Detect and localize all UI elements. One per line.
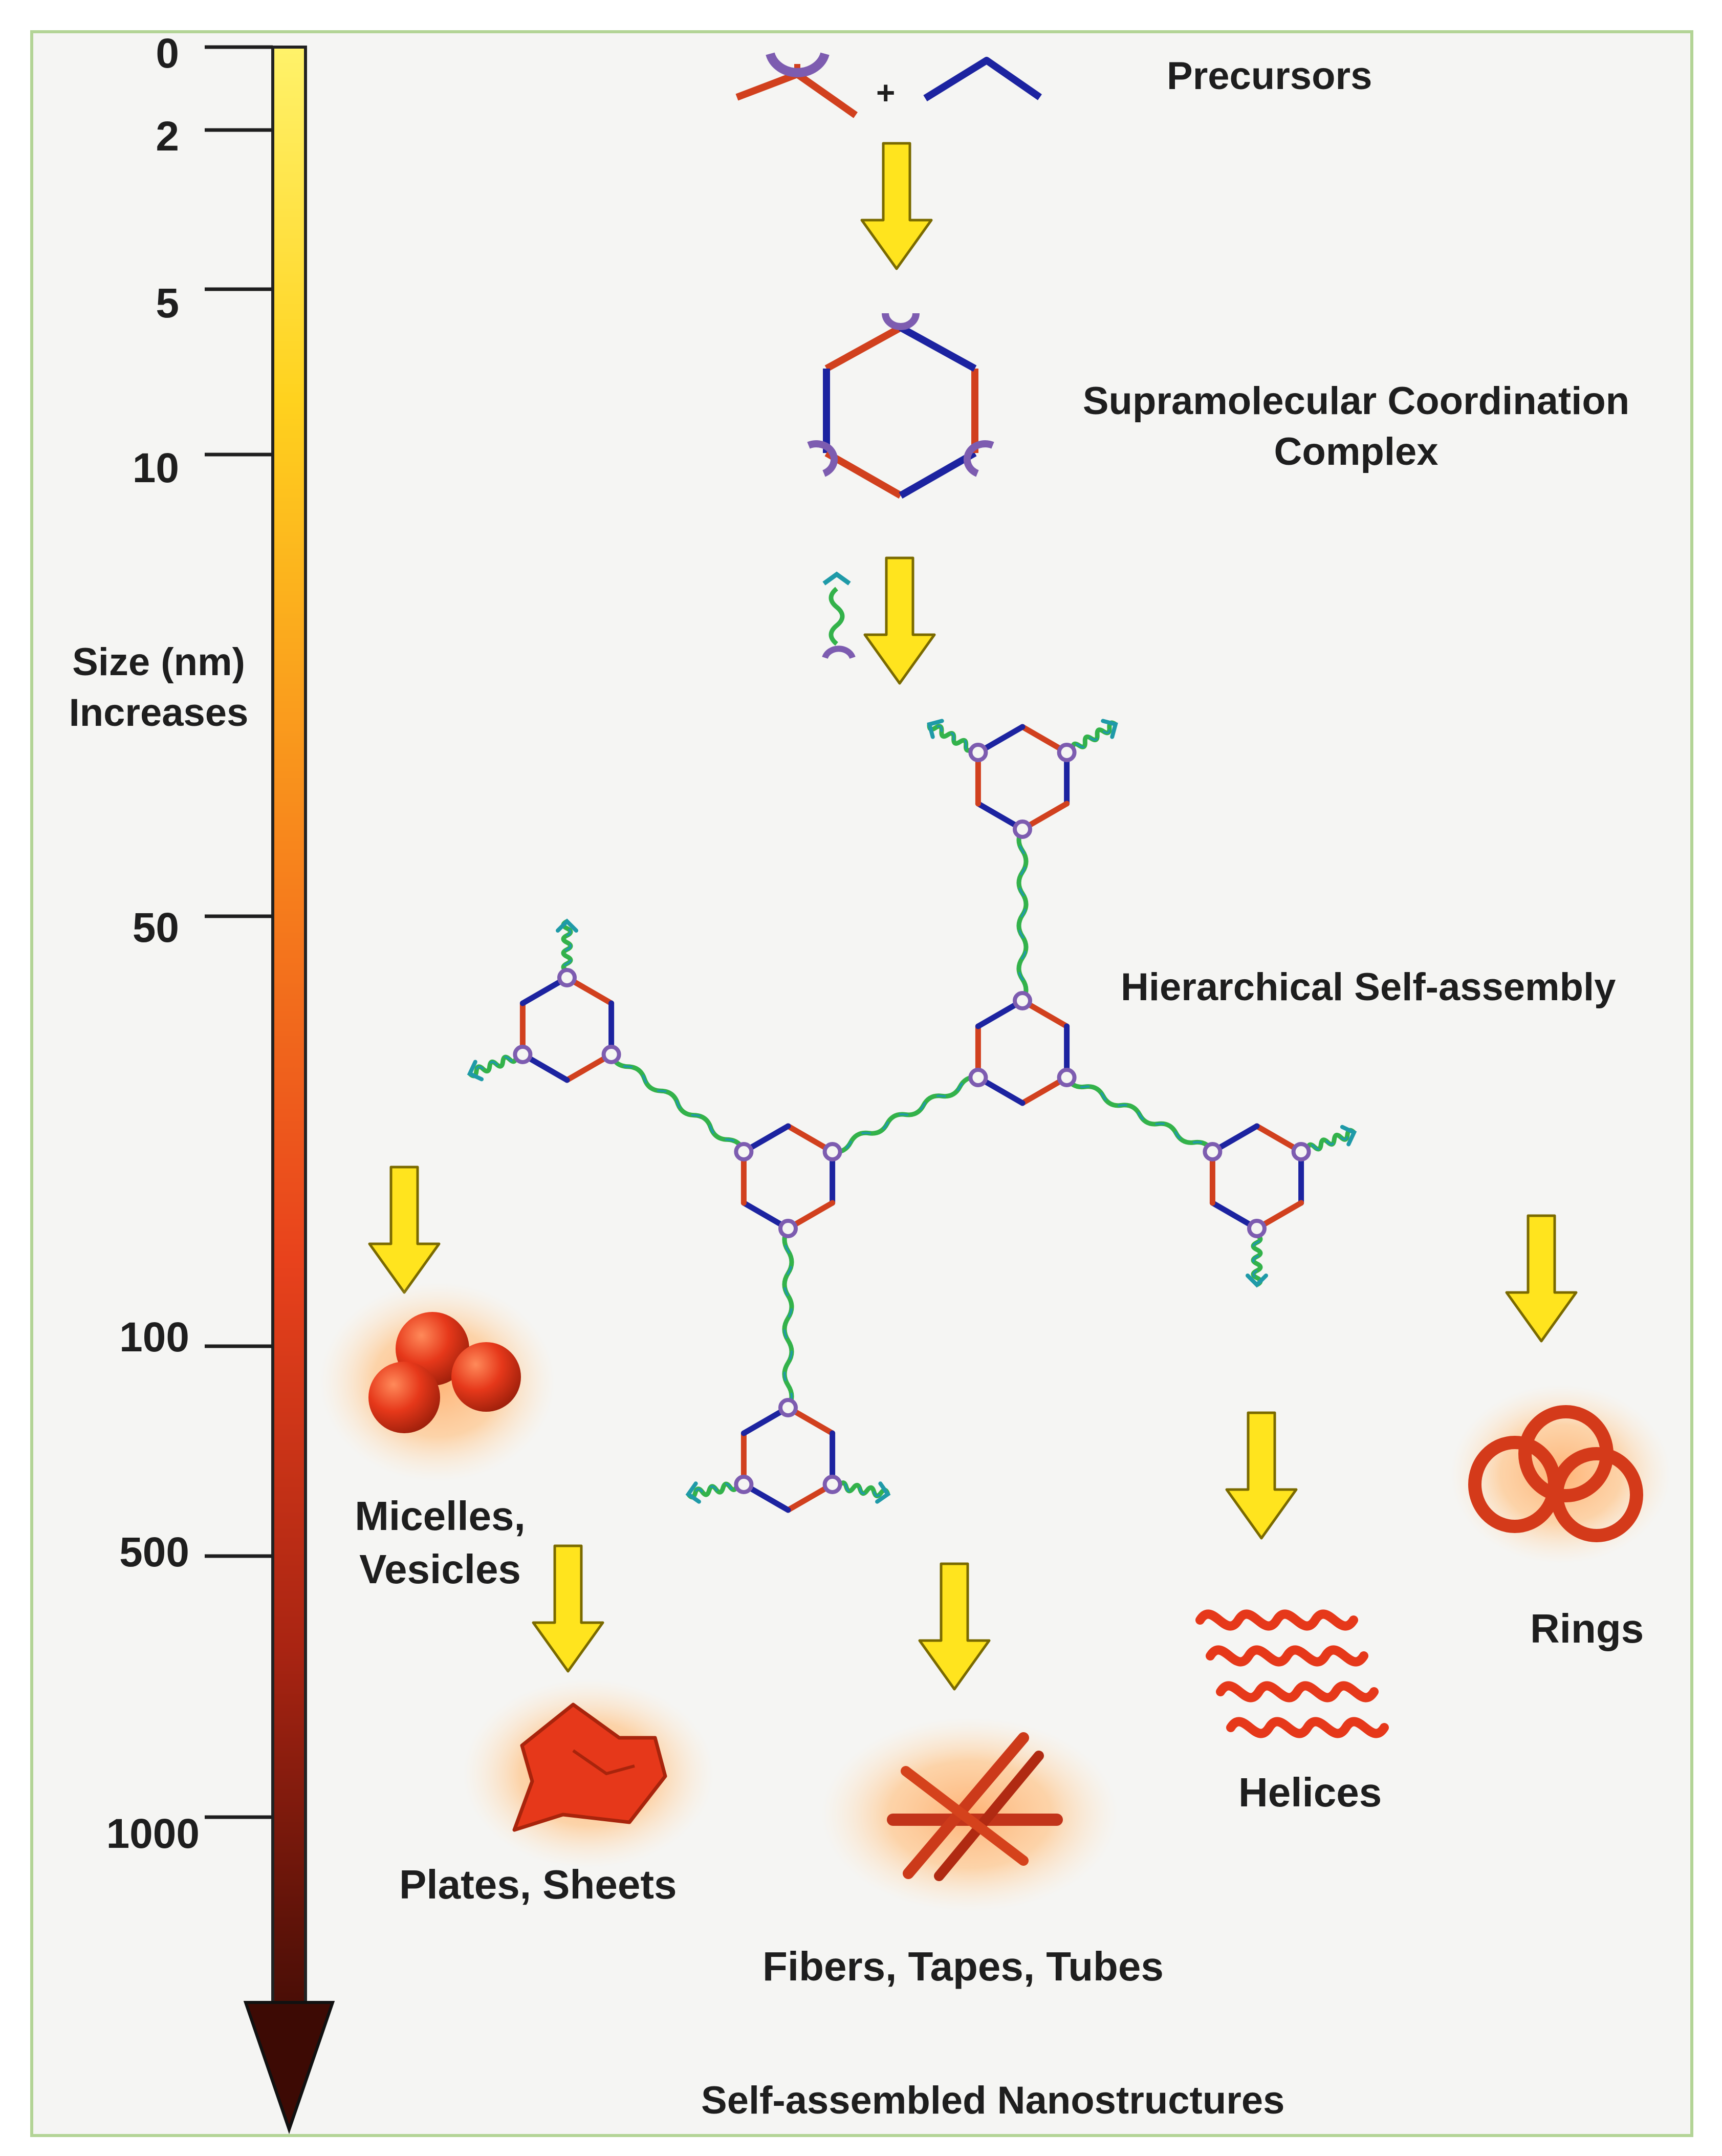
complex-label-line1: Supramolecular Coordination [1082,379,1630,423]
connector-node [968,743,988,762]
helices-label: Helices [1238,1770,1382,1815]
rings-label: Rings [1530,1606,1644,1651]
connector-node [778,1219,798,1238]
axis-label-line1: Size (nm) [72,640,245,684]
connector-node [601,1045,621,1064]
micelles-label-line1: Micelles, [355,1493,526,1539]
connector-node [1013,820,1032,839]
size-scale-arrow [243,46,335,2135]
hierarchical-network [467,719,1357,1513]
connector-node [778,1398,798,1417]
micelles-vesicles-label: Micelles, Vesicles [333,1490,548,1596]
tick-label-500: 500 [119,1529,189,1576]
connector-node [822,1142,842,1161]
micelles-vesicles-illustration [320,1282,555,1482]
linker-end [1101,719,1118,739]
connector-node [1247,1219,1267,1238]
connector-node [557,968,577,987]
linker-end [875,1481,891,1504]
scale-ticks [205,45,273,1819]
supramolecular-complex-hexagon [807,313,994,499]
linker-c [1064,1076,1215,1153]
linker-d [609,1053,746,1153]
complex-label: Supramolecular Coordination Complex [1039,376,1673,478]
micelles-label-line2: Vesicles [359,1546,521,1592]
footer-caption: Self-assembled Nanostructures [701,2079,1285,2122]
linker-end [1340,1125,1357,1147]
connector-node [1291,1142,1311,1161]
hierarchical-label: Hierarchical Self-assembly [1121,965,1616,1009]
connector-node [734,1142,754,1161]
fibers-tapes-tubes-label: Fibers, Tapes, Tubes [762,1944,1164,1989]
plates-sheets-illustration [463,1679,714,1868]
linker-e [782,1227,794,1409]
connector-node [822,1475,842,1494]
connector-node [1203,1142,1223,1161]
linker-end [927,719,944,739]
tick-label-10: 10 [132,445,179,491]
linker-icon [822,571,856,659]
linker-end [1246,1274,1268,1288]
tick-label-2: 2 [156,113,179,160]
plates-sheets-label: Plates, Sheets [399,1862,677,1907]
linker-end [685,1481,701,1504]
rings-illustration [1451,1385,1671,1564]
linker-end [556,918,578,933]
connector-node [1057,1068,1077,1087]
tick-label-0: 0 [156,30,179,77]
linker-end [467,1060,484,1082]
connector-node [734,1475,754,1494]
connector-node [1013,991,1032,1010]
complex-label-line2: Complex [1274,429,1438,473]
tick-label-100: 100 [119,1314,189,1361]
connector-node [968,1068,988,1087]
fibers-tapes-tubes-illustration [821,1717,1118,1912]
tick-label-1000: 1000 [106,1810,200,1857]
tick-label-5: 5 [156,280,179,327]
helices-illustration [1195,1609,1389,1738]
linker-b [832,1075,979,1154]
precursor-icons [735,52,1042,118]
precursors-label: Precursors [1167,54,1372,98]
connector-node [1057,743,1077,762]
axis-label: Size (nm) Increases [46,637,271,739]
plus-sign: + [876,74,896,111]
connector-node [513,1045,533,1064]
linker-a [1016,828,1029,1002]
axis-label-line2: Increases [69,691,249,735]
tick-label-50: 50 [132,904,179,951]
